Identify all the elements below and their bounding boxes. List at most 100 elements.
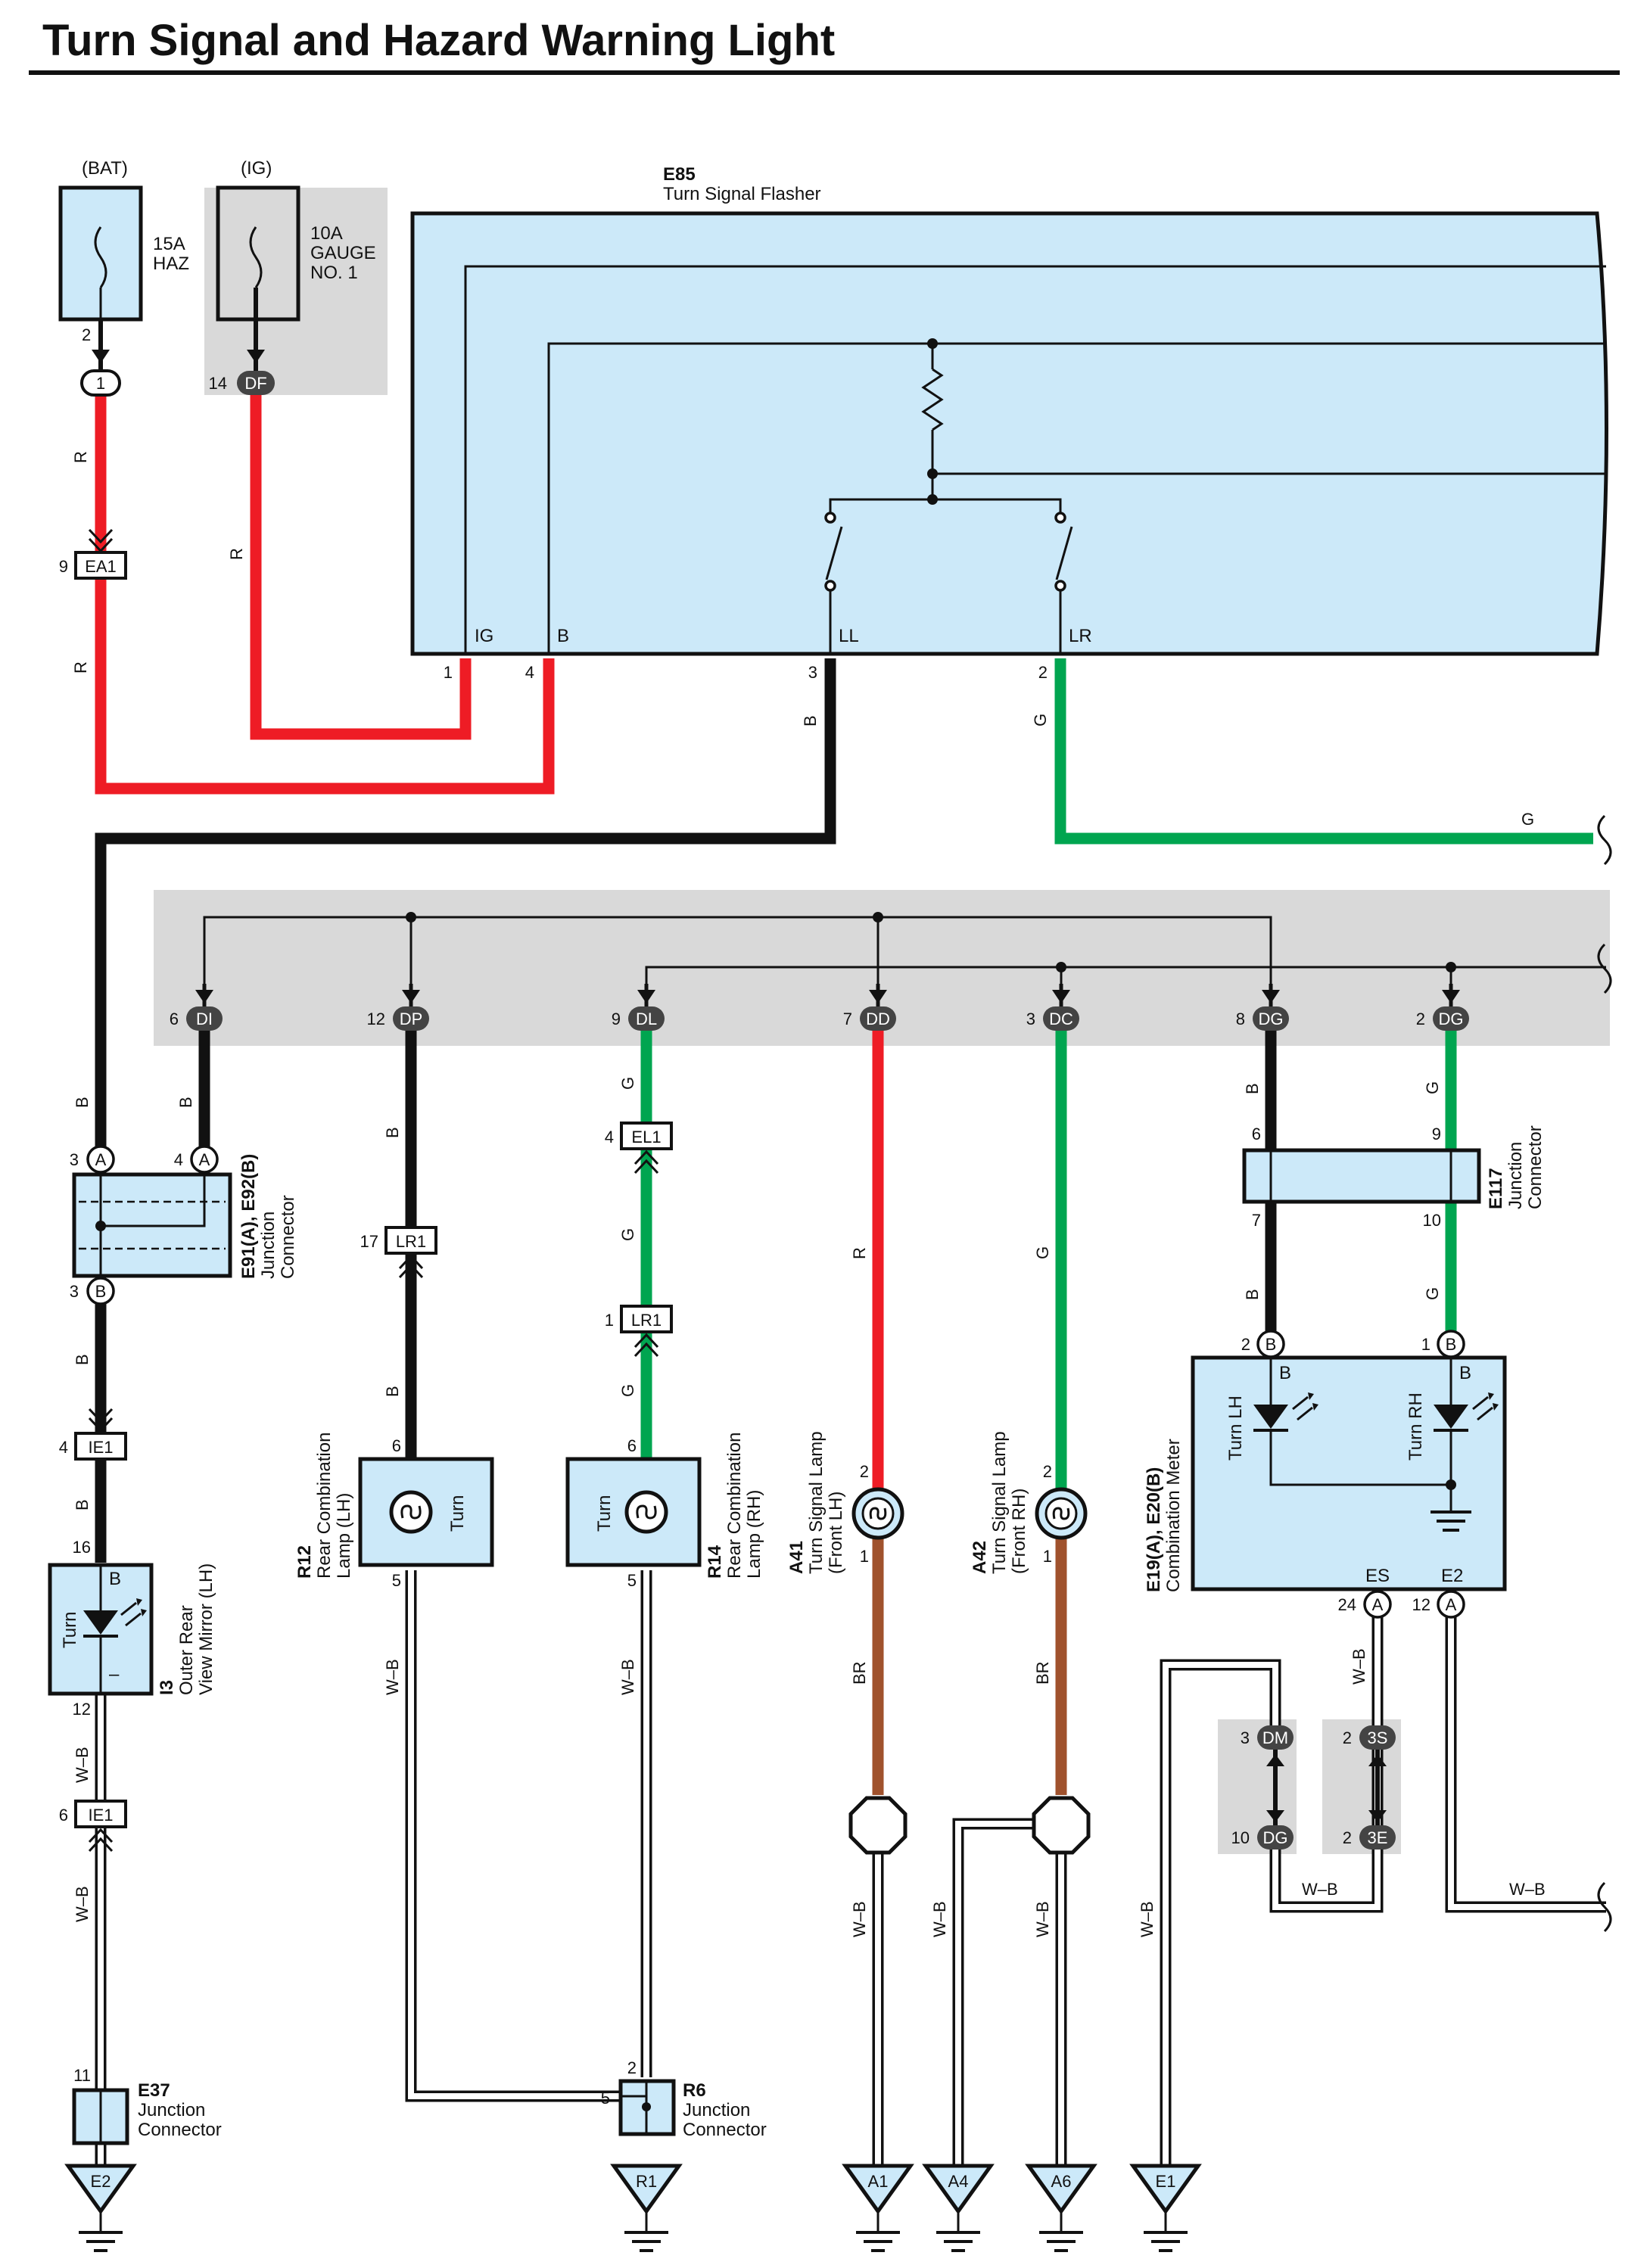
svg-text:1: 1	[96, 374, 105, 393]
arrow-down-icon	[92, 350, 110, 363]
meter-term-b-lh: B	[1279, 1363, 1291, 1383]
bus-line-1	[203, 916, 1272, 984]
svg-text:1: 1	[1421, 1335, 1431, 1354]
svg-text:2: 2	[1416, 1010, 1425, 1028]
e91-pin-b3: B 3	[70, 1277, 115, 1305]
pin-ig: 1	[444, 663, 453, 682]
meter-pin-a12: A 12	[1412, 1590, 1465, 1619]
svg-text:17: 17	[360, 1232, 378, 1251]
r6-line2: Connector	[683, 2120, 767, 2140]
fuse-haz-icon	[94, 226, 107, 288]
connector-ie1-top: IE1 4	[59, 1408, 127, 1461]
meter-pin-b2: B 2	[1241, 1330, 1285, 1358]
svg-text:IE1: IE1	[88, 1438, 113, 1457]
term-ll: LL	[839, 626, 859, 646]
pin-lr: 2	[1038, 663, 1048, 682]
svg-text:DF: DF	[244, 374, 266, 393]
term-lr: LR	[1069, 626, 1092, 646]
wire-green-lr	[1054, 658, 1593, 845]
wire-red-gauge	[250, 394, 472, 740]
meter-code: E19(A), E20(B)	[1144, 1467, 1164, 1592]
mirror-term-b: B	[109, 1569, 121, 1589]
e91-line2: Connector	[278, 1195, 298, 1279]
svg-text:24: 24	[1338, 1595, 1356, 1614]
r12-pin-top: 6	[392, 1436, 401, 1455]
svg-text:14: 14	[209, 374, 227, 393]
e117-line2: Connector	[1525, 1125, 1546, 1209]
svg-text:A1: A1	[868, 2172, 889, 2191]
svg-text:DP: DP	[400, 1010, 423, 1028]
a41-line2: (Front LH)	[826, 1492, 846, 1574]
r12-code: R12	[294, 1545, 315, 1579]
svg-text:DG: DG	[1439, 1010, 1464, 1028]
ground-a6: A6	[1025, 2164, 1097, 2252]
flasher-box	[410, 211, 1608, 656]
r6-pin-top: 2	[627, 2058, 637, 2077]
wire-label-g-right: G	[1521, 810, 1534, 829]
svg-text:4: 4	[59, 1438, 68, 1457]
wire-label-b-left3: B	[73, 1499, 92, 1510]
wire-label-wb-mirror: W–B	[73, 1747, 92, 1783]
fuse-haz-amp: 15A	[153, 234, 185, 254]
e37-pin: 11	[73, 2066, 91, 2085]
wire-label-wb-es: W–B	[1350, 1648, 1368, 1685]
wire-label-b-e117: B	[1243, 1289, 1262, 1300]
r12-line1: Rear Combination	[314, 1433, 335, 1579]
wire-label-r2: R	[71, 661, 90, 674]
ground-e2: E2	[64, 2164, 137, 2252]
term-ig: IG	[475, 626, 493, 646]
r14-turn: Turn	[594, 1495, 615, 1532]
svg-text:IE1: IE1	[88, 1806, 113, 1825]
a41-code: A41	[786, 1541, 807, 1574]
ig-label: (IG)	[241, 158, 272, 179]
meter-name: Combination Meter	[1163, 1439, 1184, 1592]
e37-line1: Junction	[138, 2100, 205, 2120]
svg-text:B: B	[1266, 1335, 1277, 1354]
mirror-turn: Turn	[60, 1612, 80, 1648]
wire-label-b-ll: B	[801, 715, 820, 726]
svg-text:8: 8	[1236, 1010, 1245, 1028]
connector-haz-1: 1	[80, 369, 121, 397]
led-icon	[83, 1610, 118, 1635]
e37-code: E37	[138, 2080, 170, 2101]
svg-text:9: 9	[59, 557, 68, 576]
wire-label-wb-dm: W–B	[1302, 1880, 1338, 1899]
a41-pin-top: 2	[860, 1462, 869, 1481]
meter-ground-icon	[1431, 1510, 1471, 1532]
wire-label-wb-e37: W–B	[73, 1886, 92, 1922]
r12-turn: Turn	[447, 1495, 468, 1532]
switch-ll-icon	[825, 526, 843, 580]
svg-text:LR1: LR1	[631, 1311, 662, 1330]
svg-text:4: 4	[174, 1150, 183, 1169]
svg-text:3: 3	[70, 1282, 79, 1301]
wire-label-b-dg8: B	[1243, 1083, 1262, 1094]
wire-label-br-a41: BR	[850, 1661, 869, 1685]
svg-text:DG: DG	[1259, 1010, 1284, 1028]
fuse-gauge-name2: NO. 1	[310, 263, 358, 283]
svg-text:6: 6	[59, 1806, 68, 1825]
mirror-code: I3	[157, 1680, 177, 1695]
svg-text:A4: A4	[948, 2172, 969, 2191]
flasher-b-line	[547, 342, 1606, 654]
mirror-line2: View Mirror (LH)	[196, 1563, 216, 1695]
turn-rh-led-icon	[1434, 1405, 1468, 1429]
r14-pin-top: 6	[627, 1436, 637, 1455]
wire-label-br-a42: BR	[1033, 1661, 1052, 1685]
ground-r1: R1	[610, 2164, 683, 2252]
wire-label-wb-e1: W–B	[1138, 1901, 1157, 1937]
svg-text:A: A	[95, 1150, 107, 1169]
svg-text:E2: E2	[91, 2172, 111, 2191]
ground-e1: E1	[1129, 2164, 1202, 2252]
mirror-pin-bot: 12	[73, 1700, 91, 1719]
r12-pin-bot: 5	[392, 1571, 401, 1590]
r6-pin-left: 5	[601, 2089, 610, 2108]
a41-pin-bot: 1	[860, 1547, 869, 1566]
e117-line1: Junction	[1505, 1142, 1526, 1209]
wire-label-wb-a4: W–B	[930, 1901, 949, 1937]
svg-text:DM: DM	[1262, 1728, 1288, 1747]
svg-text:A: A	[1446, 1595, 1457, 1614]
wire-label-wb-e2: W–B	[1509, 1880, 1546, 1899]
e117-pin10: 10	[1423, 1211, 1441, 1230]
flasher-ig-line	[464, 265, 1606, 654]
